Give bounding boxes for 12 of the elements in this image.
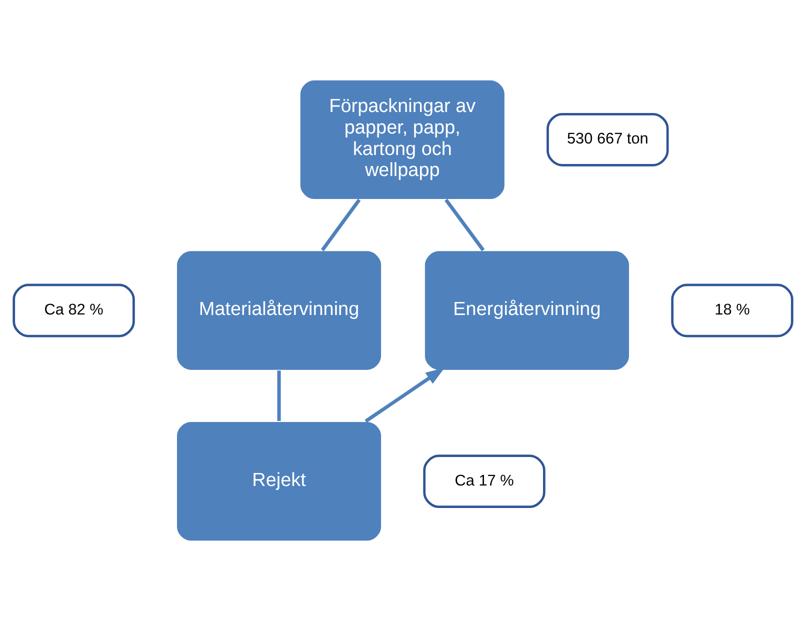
node-box: 18 %	[670, 284, 793, 338]
node-box: Förpackningar av papper, papp, kartong och wellpapp	[298, 79, 506, 200]
node-box: Ca 17 %	[422, 454, 545, 508]
arrow	[364, 368, 444, 423]
connector	[444, 198, 484, 252]
node-box: 530 667 ton	[546, 112, 668, 166]
node-box: Rejekt	[175, 420, 382, 542]
connector	[276, 370, 280, 421]
node-box: Ca 82 %	[12, 284, 134, 338]
node-box: Materialåtervinning	[175, 250, 382, 371]
node-box: Energiåtervinning	[423, 250, 630, 371]
connector	[320, 198, 360, 252]
